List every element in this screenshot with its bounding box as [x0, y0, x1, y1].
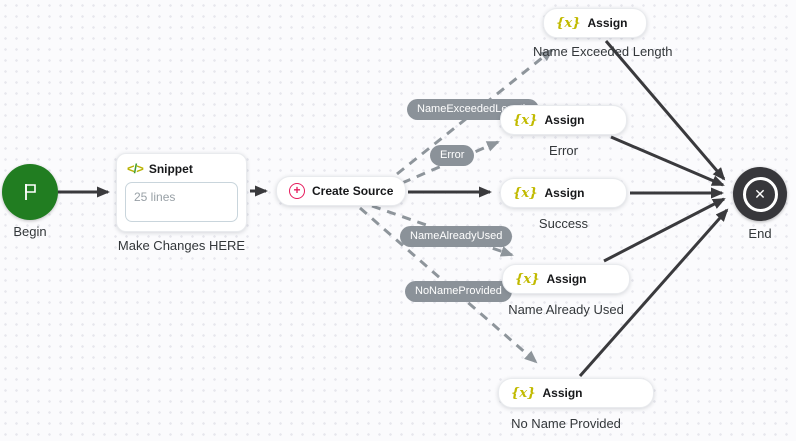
assign-label: Name Exceeded Length: [533, 44, 673, 59]
assign-variable-icon: {x}: [515, 271, 540, 287]
begin-circle[interactable]: [2, 164, 58, 220]
create-source-card[interactable]: + Create Source: [276, 176, 406, 206]
end-label: End: [748, 226, 772, 241]
edge-label-nonameprovided[interactable]: NoNameProvided: [405, 281, 512, 302]
edge-nonameprovided-end: [578, 208, 729, 377]
pin-plus-icon: +: [289, 183, 305, 199]
node-snippet[interactable]: </> Snippet 25 lines Make Changes HERE: [116, 153, 247, 253]
assign-variable-icon: {x}: [556, 15, 581, 31]
end-x-icon: ✕: [742, 176, 778, 212]
assign-label: Name Already Used: [508, 302, 624, 317]
node-assign-name-already-used[interactable]: {x} Assign Name Already Used: [502, 264, 630, 317]
edge-error-end: [610, 135, 725, 187]
assign-variable-icon: {x}: [513, 112, 538, 128]
node-create-source[interactable]: + Create Source: [276, 176, 406, 206]
snippet-line-count: 25 lines: [134, 190, 176, 204]
assign-label: Success: [538, 216, 589, 231]
edge-label-error[interactable]: Error: [430, 145, 475, 166]
node-assign-error[interactable]: {x} Assign Error: [500, 105, 627, 158]
assign-label: Error: [549, 143, 578, 158]
flag-icon: [25, 184, 36, 200]
node-begin[interactable]: Begin: [2, 164, 58, 239]
assign-card[interactable]: {x} Assign: [543, 8, 647, 38]
assign-card[interactable]: {x} Assign: [502, 264, 630, 294]
code-icon: </>: [127, 161, 144, 176]
edge-branch-namealreadyused: [371, 204, 514, 257]
snippet-label: Make Changes HERE: [117, 238, 246, 253]
assign-card[interactable]: {x} Assign: [500, 105, 627, 135]
snippet-title: Snippet: [148, 161, 193, 176]
node-end[interactable]: ✕ End: [733, 167, 787, 241]
begin-label: Begin: [13, 224, 47, 239]
assign-variable-icon: {x}: [513, 185, 538, 201]
create-source-title: Create Source: [312, 184, 394, 198]
snippet-card[interactable]: </> Snippet 25 lines: [116, 153, 247, 232]
edge-namealreadyused-end: [603, 197, 726, 263]
assign-card[interactable]: {x} Assign: [498, 378, 654, 408]
node-assign-name-exceeded[interactable]: {x} Assign Name Exceeded Length: [533, 8, 672, 59]
edge-nameexceeded-end: [604, 40, 726, 181]
node-assign-no-name-provided[interactable]: {x} Assign No Name Provided: [498, 378, 654, 431]
assign-label: No Name Provided: [511, 416, 621, 431]
edge-label-namealreadyused[interactable]: NameAlreadyUsed: [400, 226, 513, 247]
end-circle[interactable]: ✕: [733, 167, 787, 221]
snippet-code-box[interactable]: 25 lines: [125, 182, 238, 222]
assign-card[interactable]: {x} Assign: [500, 178, 627, 208]
node-assign-success[interactable]: {x} Assign Success: [500, 178, 627, 231]
assign-variable-icon: {x}: [511, 385, 536, 401]
